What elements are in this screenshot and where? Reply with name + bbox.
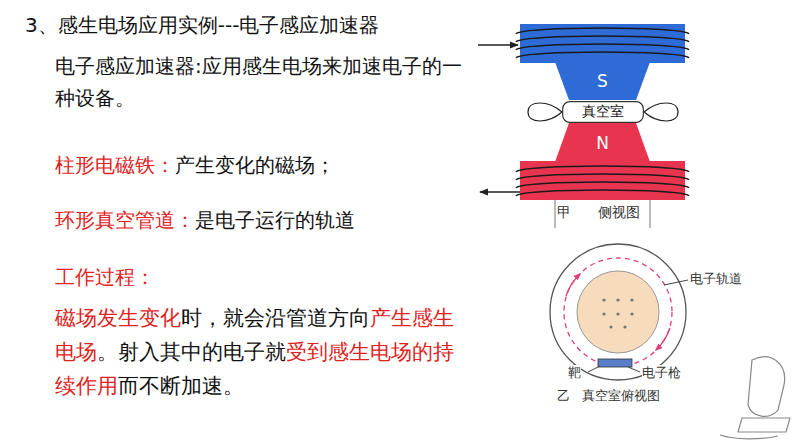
text-group: 乙 [557, 387, 570, 404]
field-dots [602, 298, 633, 328]
computer-clipart [720, 357, 790, 439]
node-text: S [597, 71, 608, 91]
body-text: 。射入其中的电子就 [97, 340, 286, 364]
part-label: 靶 [568, 365, 581, 380]
current-arrow [480, 191, 520, 192]
text-group: 柱形电磁铁：产生变化的磁场； [55, 150, 335, 180]
body-text: 时，就会沿管道方向 [181, 306, 370, 330]
term-heading: 环形真空管道： [55, 208, 195, 232]
section-heading: 工作过程： [55, 265, 155, 289]
coil-windings [516, 28, 689, 196]
text-group: 真空室俯视图 [582, 387, 660, 404]
description-text: 电子感应加速器:应用感生电场来加速电子的一种设备。 [55, 54, 462, 110]
s-magnet-pole: S [555, 62, 650, 100]
figure-caption: 侧视图 [598, 204, 640, 220]
n-magnet-pole: N [555, 123, 650, 162]
current-arrow [478, 44, 518, 45]
emphasis-text: 磁场发生变化 [55, 306, 181, 330]
text-group: 电子感应加速器:应用感生电场来加速电子的一种设备。 [55, 50, 465, 114]
vacuum-chamber-outline [550, 244, 686, 380]
text-group: 环形真空管道：是电子运行的轨道 [55, 205, 355, 235]
body-text: 而不断加速。 [118, 374, 244, 398]
node-text: 真空室 [582, 103, 624, 121]
text-group: 电子轨道 [690, 270, 742, 287]
term-heading: 柱形电磁铁： [55, 153, 175, 177]
orbit-arrow [656, 328, 670, 350]
part-label: 电子枪 [642, 365, 681, 380]
chamber-loops [528, 103, 678, 121]
magnet-core [577, 271, 659, 353]
term-definition: 是电子运行的轨道 [195, 208, 355, 232]
text-group: 磁场发生变化时，就会沿管道方向产生感生电场。射入其中的电子就受到感生电场的持续作… [55, 301, 460, 403]
vacuum-chamber-box: 真空室 [562, 101, 644, 123]
text-group: 侧视图 [598, 203, 640, 221]
part-label: 电子轨道 [690, 271, 742, 286]
electron-orbit [564, 258, 672, 366]
term-definition: 产生变化的磁场； [175, 153, 335, 177]
orbit-arrow [566, 274, 580, 296]
slide-title: 3、感生电场应用实例---电子感应加速器 [25, 12, 379, 39]
figure-caption: 真空室俯视图 [582, 388, 660, 403]
figure-tag: 甲 [557, 204, 571, 220]
node-text: N [596, 133, 609, 153]
text-group: 工作过程： [55, 262, 155, 292]
figure-tag: 乙 [557, 388, 570, 403]
text-group: 靶 [568, 364, 581, 381]
guide-line [555, 200, 650, 228]
text-group: 甲 [557, 203, 571, 221]
text-group: 电子枪 [642, 364, 681, 381]
leader-line [588, 280, 688, 372]
electron-gun [598, 359, 632, 367]
